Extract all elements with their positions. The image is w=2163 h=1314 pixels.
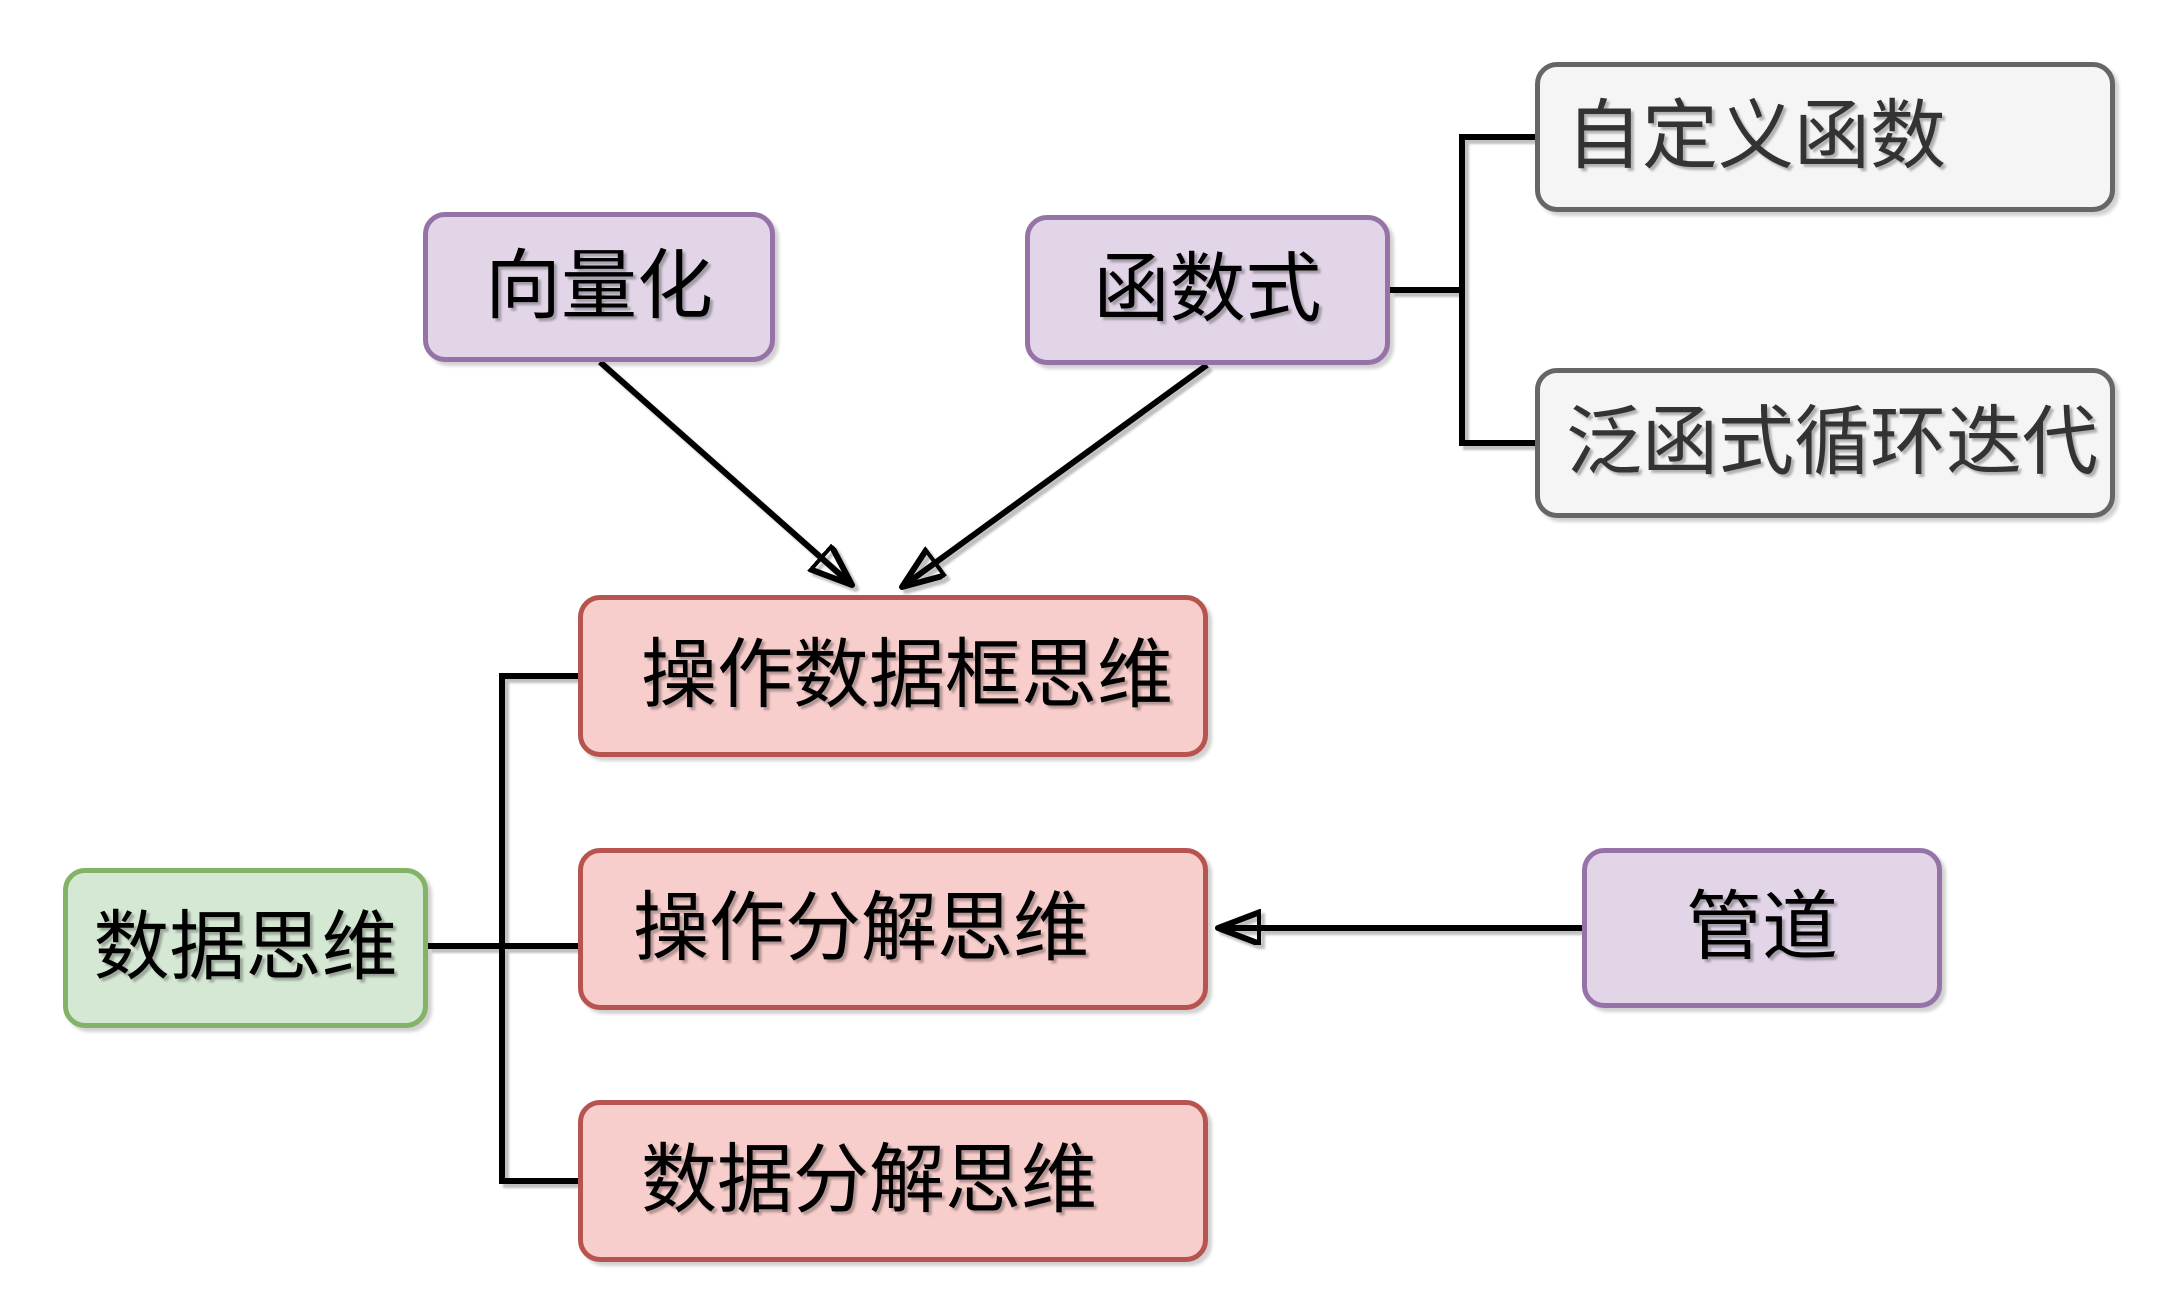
edge-datathinking-bracket-left	[428, 673, 578, 1184]
node-functional: 函数式	[1025, 215, 1390, 365]
node-label: 操作分解思维	[633, 886, 1089, 971]
node-label: 数据思维	[93, 905, 398, 990]
node-label: 向量化	[485, 244, 713, 329]
node-label: 泛函式循环迭代	[1566, 400, 2098, 485]
node-data-thinking: 数据思维	[63, 868, 428, 1028]
node-custom-function: 自定义函数	[1535, 62, 2115, 212]
node-pipe: 管道	[1582, 848, 1942, 1008]
edge-functional-bracket-right	[1390, 134, 1535, 446]
node-label: 函数式	[1093, 247, 1322, 332]
edge-functional-to-dataframe	[902, 362, 1209, 587]
node-dataframe-operation-thinking: 操作数据框思维	[578, 595, 1208, 757]
node-label: 自定义函数	[1566, 94, 1946, 179]
node-operation-decomposition-thinking: 操作分解思维	[578, 848, 1208, 1010]
node-label: 数据分解思维	[641, 1138, 1097, 1223]
node-label: 管道	[1686, 885, 1838, 970]
edge-vectorization-to-dataframe	[598, 359, 852, 585]
node-vectorization: 向量化	[423, 212, 775, 362]
node-functional-loop-iteration: 泛函式循环迭代	[1535, 368, 2115, 518]
node-data-decomposition-thinking: 数据分解思维	[578, 1100, 1208, 1262]
node-label: 操作数据框思维	[641, 633, 1173, 718]
